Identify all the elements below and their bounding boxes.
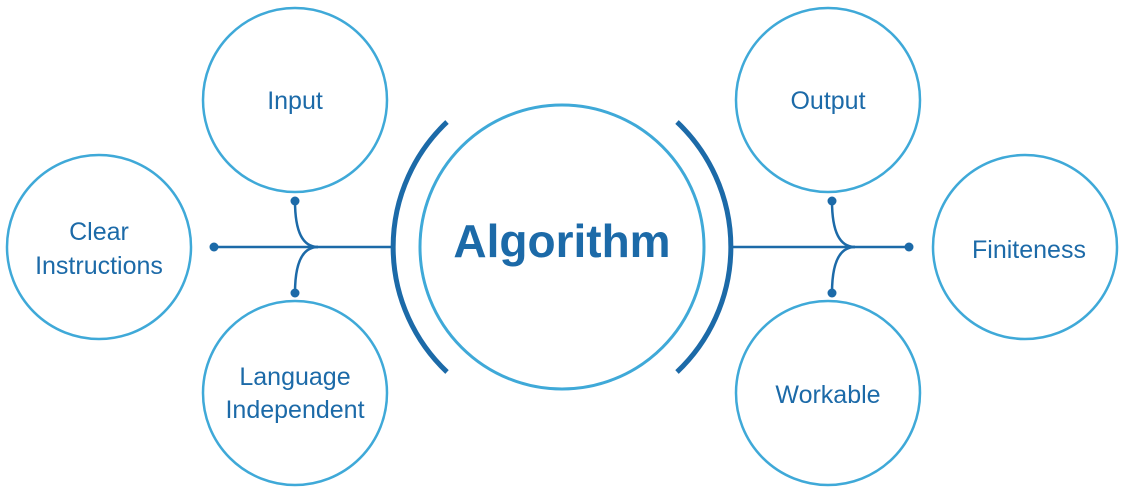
node-input-label: Input <box>267 87 323 115</box>
left-connector-end-dot <box>209 242 219 252</box>
right-connector-lower-branch <box>830 245 856 294</box>
node-workable: Workable <box>734 299 922 487</box>
node-clear-instructions-label-line1: Clear <box>69 218 129 246</box>
node-output-label: Output <box>790 87 865 115</box>
left-connector-upper-branch <box>293 200 319 249</box>
node-clear-instructions: Clear Instructions <box>5 153 193 341</box>
right-connector-lower-dot <box>827 288 837 298</box>
left-connector-lower-dot <box>290 288 300 298</box>
node-language-independent-label-line1: Language <box>239 363 350 391</box>
node-finiteness-label: Finiteness <box>972 236 1086 264</box>
node-input-circle <box>201 6 389 194</box>
node-clear-instructions-circle <box>5 153 193 341</box>
node-output-circle <box>734 6 922 194</box>
node-input: Input <box>201 6 389 194</box>
right-connector-upper-branch <box>830 200 856 249</box>
left-connector <box>209 196 392 298</box>
left-bracket <box>390 120 449 374</box>
node-finiteness-circle <box>931 153 1119 341</box>
node-language-independent-circle <box>201 299 389 487</box>
right-bracket <box>675 120 734 374</box>
node-language-independent: Language Independent <box>201 299 389 487</box>
node-clear-instructions-label-line2: Instructions <box>35 252 163 280</box>
center-circle <box>418 103 706 391</box>
node-language-independent-label-line2: Independent <box>225 396 364 424</box>
right-connector <box>733 196 914 298</box>
node-workable-label: Workable <box>775 381 880 409</box>
node-output: Output <box>734 6 922 194</box>
node-finiteness: Finiteness <box>931 153 1119 341</box>
node-workable-circle <box>734 299 922 487</box>
center-node: Algorithm <box>418 103 706 391</box>
right-connector-end-dot <box>904 242 914 252</box>
left-connector-upper-dot <box>290 196 300 206</box>
right-connector-upper-dot <box>827 196 837 206</box>
left-connector-lower-branch <box>293 245 319 294</box>
center-label: Algorithm <box>453 215 670 267</box>
